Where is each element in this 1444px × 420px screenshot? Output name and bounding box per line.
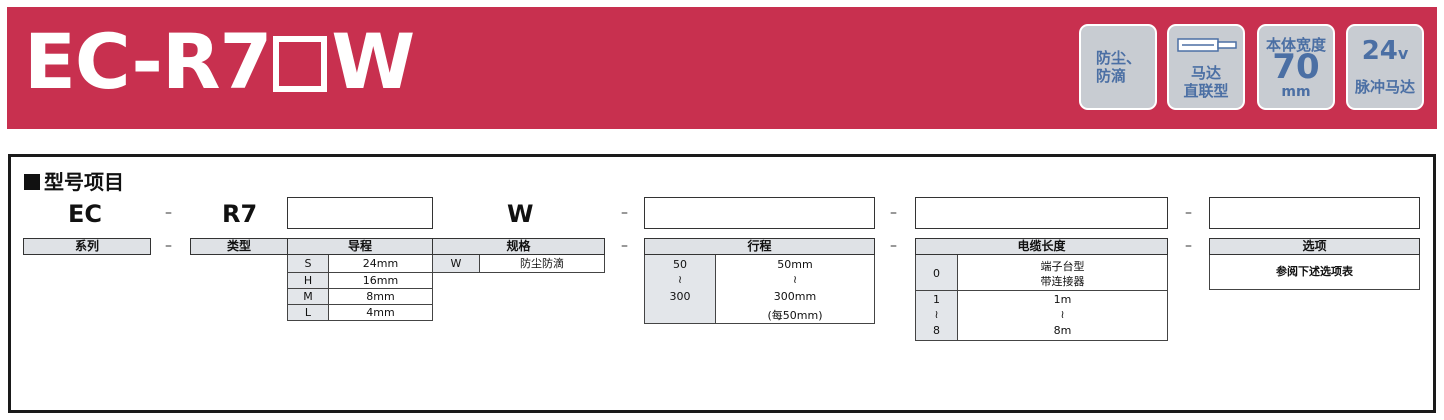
model-suffix: W: [331, 17, 415, 106]
cable-value-range: ≀: [1060, 308, 1065, 321]
cable-value-max: 8m: [1053, 324, 1072, 337]
lead-value: 4mm: [328, 304, 433, 321]
badge-width-unit: mm: [1281, 84, 1311, 100]
lead-value: 16mm: [328, 272, 433, 289]
header-type: 类型: [190, 238, 288, 255]
lead-code: M: [287, 288, 329, 305]
cable-value-connector: 带连接器: [1040, 275, 1085, 288]
dash: –: [621, 205, 628, 221]
section-title-text: 型号项目: [44, 170, 124, 194]
option-cell: 参阅下述选项表: [1209, 255, 1420, 290]
stroke-code-column: 50 ≀ 300: [645, 255, 716, 323]
model-code-frame: [8, 154, 1436, 413]
dash: –: [1185, 238, 1192, 254]
cable-code-range: ≀: [934, 308, 939, 321]
cable-code-column: [916, 255, 958, 340]
lead-value: 24mm: [328, 255, 433, 273]
code-type: R7: [222, 200, 258, 228]
section-title: 型号项目: [24, 166, 124, 195]
dash: –: [165, 238, 172, 254]
stroke-code-box: [644, 197, 875, 229]
dash: –: [890, 205, 897, 221]
badge-pulse-motor: 24v 脉冲马达: [1346, 24, 1424, 110]
table-row: S 24mm: [287, 255, 433, 273]
badge-body-width: 本体宽度 70 mm: [1257, 24, 1335, 110]
spec-table: W 防尘防滴: [432, 255, 605, 273]
badge-motor-direct-text: 马达 直联型: [1183, 64, 1229, 100]
badge-width-value: 70: [1272, 47, 1320, 87]
lead-code-box: [287, 197, 433, 229]
cable-row-divider: [916, 290, 1168, 291]
header-option: 选项: [1209, 238, 1420, 255]
square-bullet-icon: [24, 174, 40, 190]
lead-value: 8mm: [328, 288, 433, 305]
badge-voltage: 24v: [1348, 36, 1422, 69]
model-placeholder-box: [273, 36, 328, 92]
badge-dustproof: 防尘、 防滴: [1079, 24, 1157, 110]
dash: –: [165, 205, 172, 221]
stroke-code-min: 50: [673, 258, 687, 271]
header-cable: 电缆长度: [915, 238, 1168, 255]
dash: –: [1185, 205, 1192, 221]
badge-dustproof-text: 防尘、 防滴: [1096, 49, 1142, 85]
badge-voltage-value: 24: [1361, 36, 1398, 66]
stroke-value-step: (每50mm): [767, 309, 823, 322]
dash: –: [890, 238, 897, 254]
cable-code-box: [915, 197, 1168, 229]
stroke-code-range: ≀: [677, 273, 683, 286]
stroke-value-range: ≀: [792, 273, 798, 286]
header-lead: 导程: [287, 238, 433, 255]
header-spec: 规格: [432, 238, 605, 255]
table-row: L 4mm: [287, 304, 433, 321]
stroke-value-max: 300mm: [773, 290, 817, 303]
badge-voltage-label: 脉冲马达: [1354, 78, 1415, 96]
cable-code-max: 8: [933, 324, 940, 337]
cable-value-terminal: 端子台型: [1040, 260, 1085, 273]
lead-code: H: [287, 272, 329, 289]
spec-value: 防尘防滴: [479, 255, 605, 273]
cable-code-min: 1: [933, 293, 940, 306]
dash: –: [621, 238, 628, 254]
motor-icon: [1177, 38, 1237, 52]
lead-code: S: [287, 255, 329, 273]
option-code-box: [1209, 197, 1420, 229]
spec-code: W: [432, 255, 480, 273]
cable-code-terminal: 0: [933, 267, 940, 280]
cable-value-min: 1m: [1053, 293, 1072, 306]
badge-width-label: 本体宽度: [1265, 36, 1326, 54]
header-series: 系列: [23, 238, 151, 255]
stroke-code-max: 300: [669, 290, 691, 303]
model-title: EC-R7 W: [24, 14, 415, 110]
stroke-value-min: 50mm: [777, 258, 813, 271]
stroke-table: 50 ≀ 300 50mm ≀ 300mm (每50mm): [644, 255, 875, 324]
header-stroke: 行程: [644, 238, 875, 255]
table-row: H 16mm: [287, 272, 433, 289]
badge-motor-direct: 马达 直联型: [1167, 24, 1245, 110]
lead-code: L: [287, 304, 329, 321]
lead-table: S 24mm H 16mm M 8mm L 4mm: [287, 255, 433, 321]
table-row: W 防尘防滴: [432, 255, 605, 273]
code-series: EC: [68, 200, 103, 228]
code-spec: W: [507, 200, 534, 228]
badge-voltage-unit: v: [1397, 44, 1409, 63]
model-prefix: EC-R7: [24, 17, 272, 106]
table-row: M 8mm: [287, 288, 433, 305]
cable-table: 0 端子台型 带连接器 1 ≀ 8 1m ≀ 8m: [915, 255, 1168, 341]
